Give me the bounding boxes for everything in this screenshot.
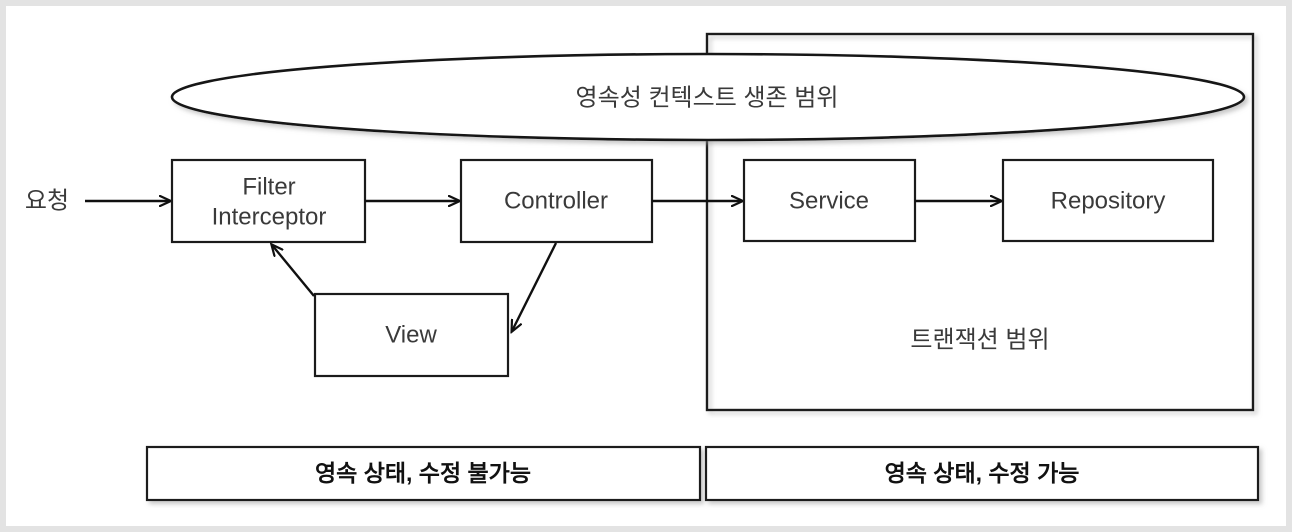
footer-bar-left bbox=[145, 445, 702, 502]
request-label: 요청 bbox=[25, 187, 69, 214]
node-filter-interceptor: Filter Interceptor bbox=[170, 158, 367, 244]
node-filter-label-line1: Filter bbox=[242, 173, 295, 200]
node-view-label: View bbox=[385, 321, 437, 348]
transaction-scope-label: 트랜잭션 범위 bbox=[910, 326, 1049, 353]
arrow-controller-to-view bbox=[512, 242, 558, 331]
transaction-scope-box bbox=[705, 32, 1255, 412]
node-repository: Repository bbox=[1001, 158, 1215, 243]
persistence-context-scope-ellipse bbox=[170, 52, 1246, 142]
node-controller: Controller bbox=[459, 158, 654, 244]
persistence-scope-label: 영속성 컨텍스트 생존 범위 bbox=[576, 84, 839, 111]
node-repository-label: Repository bbox=[1051, 187, 1166, 214]
footer-bar-right-label: 영속 상태, 수정 가능 bbox=[885, 460, 1080, 486]
arrow-view-to-filter bbox=[272, 245, 315, 297]
footer-bar-right bbox=[704, 445, 1260, 502]
node-service-label: Service bbox=[789, 187, 869, 214]
footer-bar-left-label: 영속 상태, 수정 불가능 bbox=[315, 460, 531, 486]
node-filter-label-line2: Interceptor bbox=[212, 203, 327, 230]
node-controller-label: Controller bbox=[504, 187, 608, 214]
node-service: Service bbox=[742, 158, 917, 243]
node-view: View bbox=[313, 292, 510, 378]
